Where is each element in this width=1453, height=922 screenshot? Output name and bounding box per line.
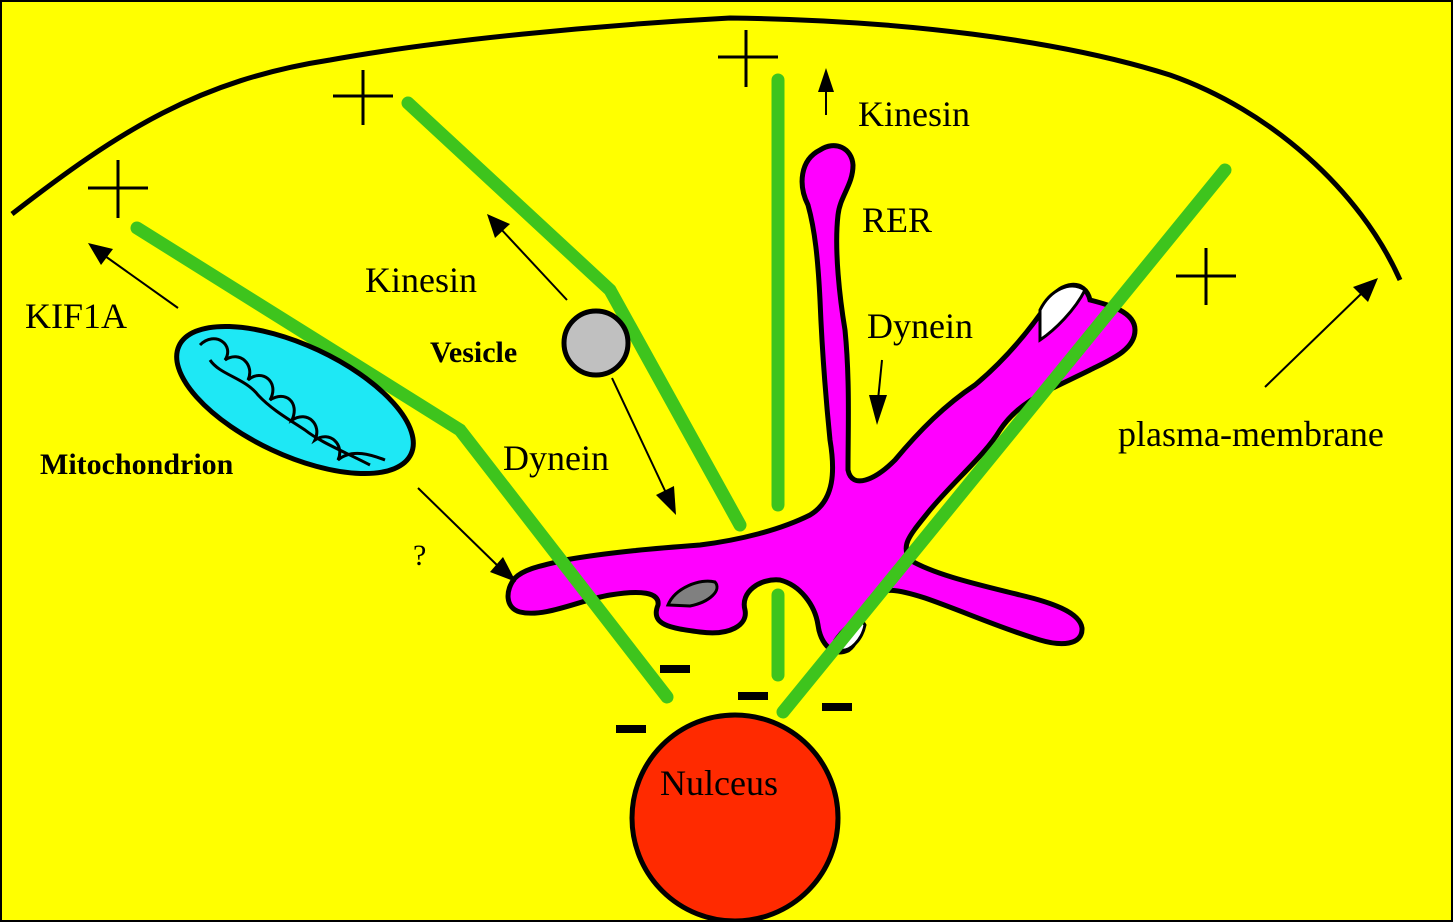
minus-sign-4 (616, 725, 646, 733)
minus-sign-1 (660, 665, 690, 673)
label-vesicle: Vesicle (430, 336, 517, 369)
label-plasma-membrane: plasma-membrane (1118, 414, 1384, 454)
minus-sign-3 (822, 703, 852, 711)
nucleus (632, 715, 838, 921)
label-question: ? (413, 539, 426, 572)
minus-sign-2 (738, 692, 768, 700)
label-kinesin-left: Kinesin (365, 260, 477, 300)
label-rer: RER (862, 200, 932, 240)
label-dynein-center: Dynein (503, 438, 609, 478)
label-kinesin-top: Kinesin (858, 94, 970, 134)
label-kif1a: KIF1A (25, 296, 127, 336)
vesicle (564, 311, 628, 375)
label-dynein-right: Dynein (867, 306, 973, 346)
label-mitochondrion: Mitochondrion (40, 448, 234, 481)
label-nucleus: Nulceus (660, 763, 778, 803)
